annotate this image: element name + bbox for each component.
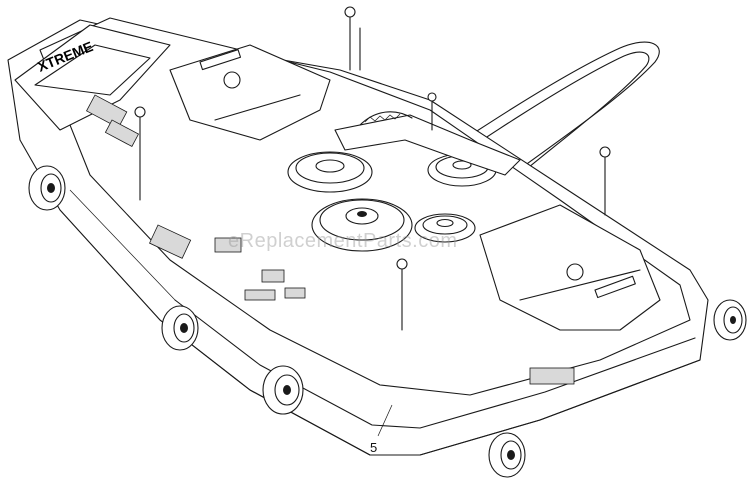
drive-belt — [394, 41, 660, 211]
anti-scalp-wheel-center-left — [262, 365, 304, 415]
anti-scalp-wheel-center-right — [488, 432, 526, 478]
anti-scalp-wheel-left-rear — [28, 165, 66, 211]
warning-decals — [149, 224, 575, 385]
idler-arm — [334, 111, 521, 176]
right-belt-shield — [479, 204, 661, 331]
anti-scalp-wheel-right — [713, 299, 747, 341]
left-belt-shield — [169, 44, 331, 141]
idler-pulley-lower — [414, 213, 476, 243]
height-adjust-posts — [134, 6, 611, 331]
callout-leader-5 — [377, 404, 393, 437]
callout-label-5: 5 — [370, 440, 378, 455]
anti-scalp-wheel-left-front — [161, 305, 199, 351]
large-spindle-pulley — [311, 198, 413, 252]
watermark-text: eReplacementParts.com — [228, 230, 458, 252]
center-pulley — [287, 151, 373, 193]
